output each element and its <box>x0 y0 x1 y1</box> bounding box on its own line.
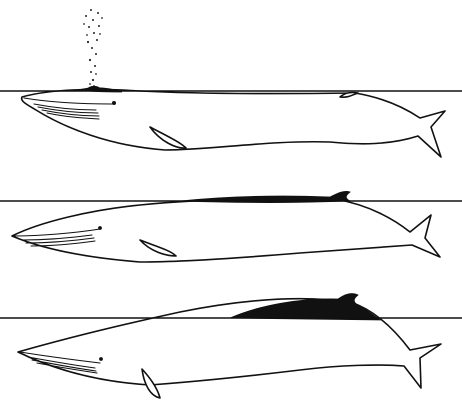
whale-3-eye <box>100 358 103 361</box>
panel-2-rolling <box>0 191 462 262</box>
whale-1-body <box>22 89 445 157</box>
panel-3-diving <box>0 294 462 398</box>
whale-1-blowhole-mound <box>86 86 102 90</box>
whale-2-eye <box>99 227 102 230</box>
panel-1-surfacing <box>0 9 462 157</box>
whale-3-body <box>18 299 441 388</box>
whale-2-body <box>12 199 440 262</box>
spout-spray <box>83 9 103 87</box>
whale-1-eye <box>112 101 115 104</box>
